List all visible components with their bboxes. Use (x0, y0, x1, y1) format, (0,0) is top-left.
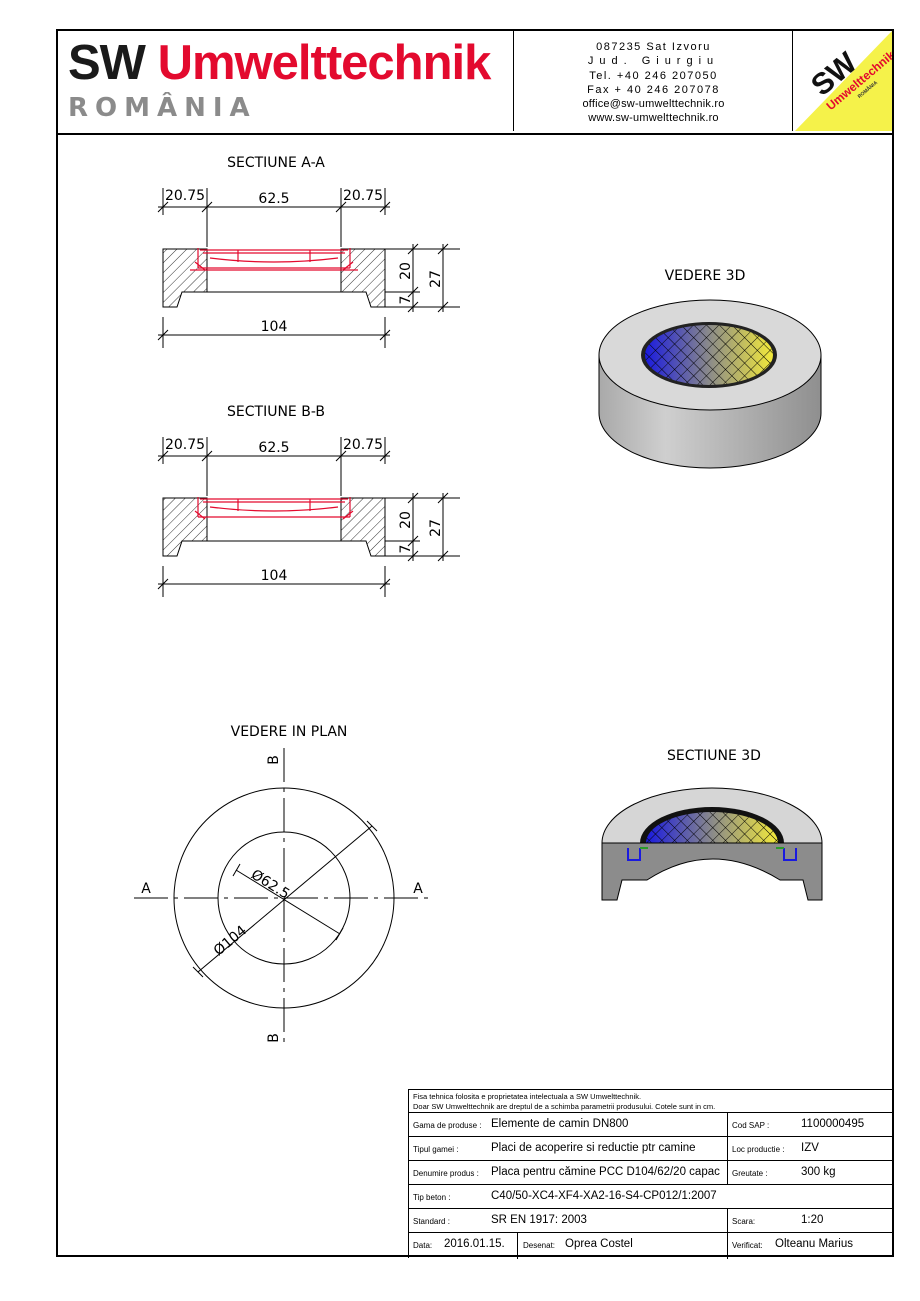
cut-b-top: B (266, 755, 282, 765)
cut-a-left: A (141, 881, 151, 897)
contact-fax: Fax + 40 246 207078 (587, 83, 720, 96)
brand-block: SW Umwelttechnik ROMÂNIA (58, 31, 514, 131)
dim-h27: 27 (428, 270, 444, 288)
section-b-title: SECTIUNE B-B (227, 404, 325, 420)
data-value: 2016.01.15. (444, 1238, 505, 1250)
verif-value: Olteanu Marius (775, 1238, 853, 1250)
row-gama: Gama de produse : Elemente de camin DN80… (409, 1112, 893, 1137)
dim-opening: 62.5 (258, 191, 289, 207)
contact-county: Jud. Giurgiu (587, 55, 720, 68)
contact-email: office@sw-umwelttechnik.ro (582, 98, 725, 111)
row-beton: Tip beton : C40/50-XC4-XF4-XA2-16-S4-CP0… (409, 1184, 893, 1209)
row-date: Data: 2016.01.15. Desenat: Oprea Costel … (409, 1232, 893, 1259)
view-3d-title: VEDERE 3D (665, 268, 746, 284)
dim-total: 104 (261, 319, 288, 335)
dim-b-h27: 27 (428, 519, 444, 537)
title-note: Fisa tehnica folosita e proprietatea int… (413, 1092, 715, 1112)
header: SW Umwelttechnik ROMÂNIA 087235 Sat Izvo… (58, 31, 892, 135)
gama-value: Elemente de camin DN800 (491, 1118, 629, 1130)
verif-label: Verificat: (732, 1241, 763, 1250)
dim-h20: 20 (398, 262, 414, 280)
den-value: Placa pentru cămine PCC D104/62/20 capac (491, 1166, 720, 1178)
brand-name: Umwelttechnik (157, 36, 492, 90)
dim-b-h20: 20 (398, 511, 414, 529)
brand-title: SW Umwelttechnik (68, 35, 492, 91)
beton-value: C40/50-XC4-XF4-XA2-16-S4-CP012/1:2007 (491, 1190, 717, 1202)
desenat-value: Oprea Costel (565, 1238, 633, 1250)
contact-phone: Tel. +40 246 207050 (589, 69, 718, 82)
contact-address: 087235 Sat Izvoru (596, 41, 711, 53)
scara-label: Scara: (732, 1217, 756, 1226)
company-logo: SW Umwelttechnik ROMÂNIA (795, 31, 892, 131)
dim-b-h7: 7 (398, 545, 414, 554)
cut-b-bottom: B (266, 1033, 282, 1043)
dim-b-side-right: 20.75 (343, 437, 383, 453)
note-line-1: Fisa tehnica folosita e proprietatea int… (413, 1092, 642, 1101)
dim-b-opening: 62.5 (258, 440, 289, 456)
brand-sw: SW (68, 36, 146, 90)
cut-a-right: A (413, 881, 423, 897)
dim-d-outer: Ø104 (211, 923, 250, 960)
cod-value: 1100000495 (801, 1118, 865, 1130)
dim-side-left: 20.75 (165, 188, 205, 204)
plan-view: VEDERE IN PLAN A A B B Ø62.5 Ø104 (134, 724, 434, 1048)
drawing-sheet: SW Umwelttechnik ROMÂNIA 087235 Sat Izvo… (56, 29, 894, 1259)
row-denumire: Denumire produs : Placa pentru cămine PC… (409, 1160, 893, 1185)
loc-value: IZV (801, 1142, 819, 1154)
title-block: Fisa tehnica folosita e proprietatea int… (408, 1089, 893, 1259)
greut-value: 300 kg (801, 1166, 836, 1178)
desenat-label: Desenat: (523, 1241, 556, 1250)
section-a-title: SECTIUNE A-A (227, 155, 325, 171)
data-label: Data: (413, 1241, 433, 1250)
note-line-2: Doar SW Umwelttechnik are dreptul de a s… (413, 1102, 716, 1111)
section-3d-title: SECTIUNE 3D (667, 748, 761, 764)
std-label: Standard : (413, 1217, 450, 1226)
loc-label: Loc productie : (732, 1145, 785, 1154)
scara-value: 1:20 (801, 1214, 824, 1226)
view-3d: VEDERE 3D (598, 268, 822, 469)
tip-value: Placi de acoperire si reductie ptr camin… (491, 1142, 696, 1154)
contact-block: 087235 Sat Izvoru Jud. Giurgiu Tel. +40 … (515, 31, 793, 131)
tip-label: Tipul gamei : (413, 1145, 459, 1154)
cod-label: Cod SAP : (732, 1121, 770, 1130)
dim-d-inner: Ø62.5 (248, 867, 292, 903)
gama-label: Gama de produse : (413, 1121, 482, 1130)
row-tip: Tipul gamei : Placi de acoperire si redu… (409, 1136, 893, 1161)
dim-side-right: 20.75 (343, 188, 383, 204)
beton-label: Tip beton : (413, 1193, 451, 1202)
std-value: SR EN 1917: 2003 (491, 1214, 587, 1226)
dim-b-side-left: 20.75 (165, 437, 205, 453)
dim-b-total: 104 (261, 568, 288, 584)
section-a-a: SECTIUNE A-A 20 (157, 155, 460, 348)
dim-h7: 7 (398, 296, 414, 305)
contact-website: www.sw-umwelttechnik.ro (588, 112, 719, 125)
section-b-b: SECTIUNE B-B 20 (157, 404, 460, 597)
section-3d: SECTIUNE 3D (601, 748, 823, 901)
brand-country: ROMÂNIA (68, 93, 257, 123)
row-standard: Standard : SR EN 1917: 2003 Scara: 1:20 (409, 1208, 893, 1233)
plan-title: VEDERE IN PLAN (231, 724, 348, 740)
greut-label: Greutate : (732, 1169, 768, 1178)
den-label: Denumire produs : (413, 1169, 479, 1178)
